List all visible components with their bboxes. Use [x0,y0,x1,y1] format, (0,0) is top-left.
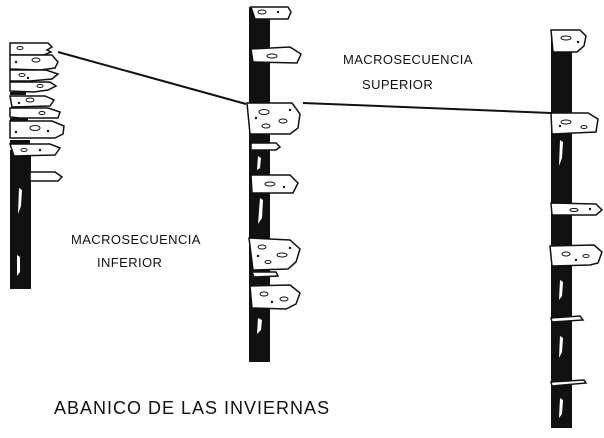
figure-caption: ABANICO DE LAS INVIERNAS [54,398,331,418]
correlation-line-left [57,51,247,105]
stratigraphic-column-left [8,42,65,289]
sandstone-bed [550,29,587,53]
sandstone-bed [9,120,65,139]
sandstone-bed [9,107,61,119]
sandstone-bed [250,142,282,151]
sandstone-bed [550,112,599,135]
upper-macrosequence-sublabel: SUPERIOR [362,77,434,92]
sandstone-bed [9,54,59,71]
stratigraphic-column-right [549,29,604,428]
sandstone-bed [8,143,62,157]
sandstone-bed [249,6,292,20]
sandstone-bed [9,69,60,82]
sandstone-bed [9,42,54,56]
sandstone-bed [9,81,58,93]
upper-macrosequence-label: MACROSECUENCIA [343,52,473,67]
stratigraphic-column-middle [246,6,302,362]
lower-macrosequence-label: MACROSECUENCIA [71,232,201,247]
sandstone-bed [29,171,64,182]
lower-macrosequence-sublabel: INFERIOR [97,255,163,270]
sandstone-bed [550,315,585,323]
mudstone-interval [10,150,31,289]
mudstone-interval [551,30,572,428]
sandstone-bed [249,284,301,310]
correlation-line-right [302,102,552,114]
sandstone-bed [250,271,280,278]
sandstone-bed [550,379,588,387]
sandstone-bed [246,102,301,135]
sandstone-bed [248,237,301,271]
sandstone-bed [549,244,603,267]
